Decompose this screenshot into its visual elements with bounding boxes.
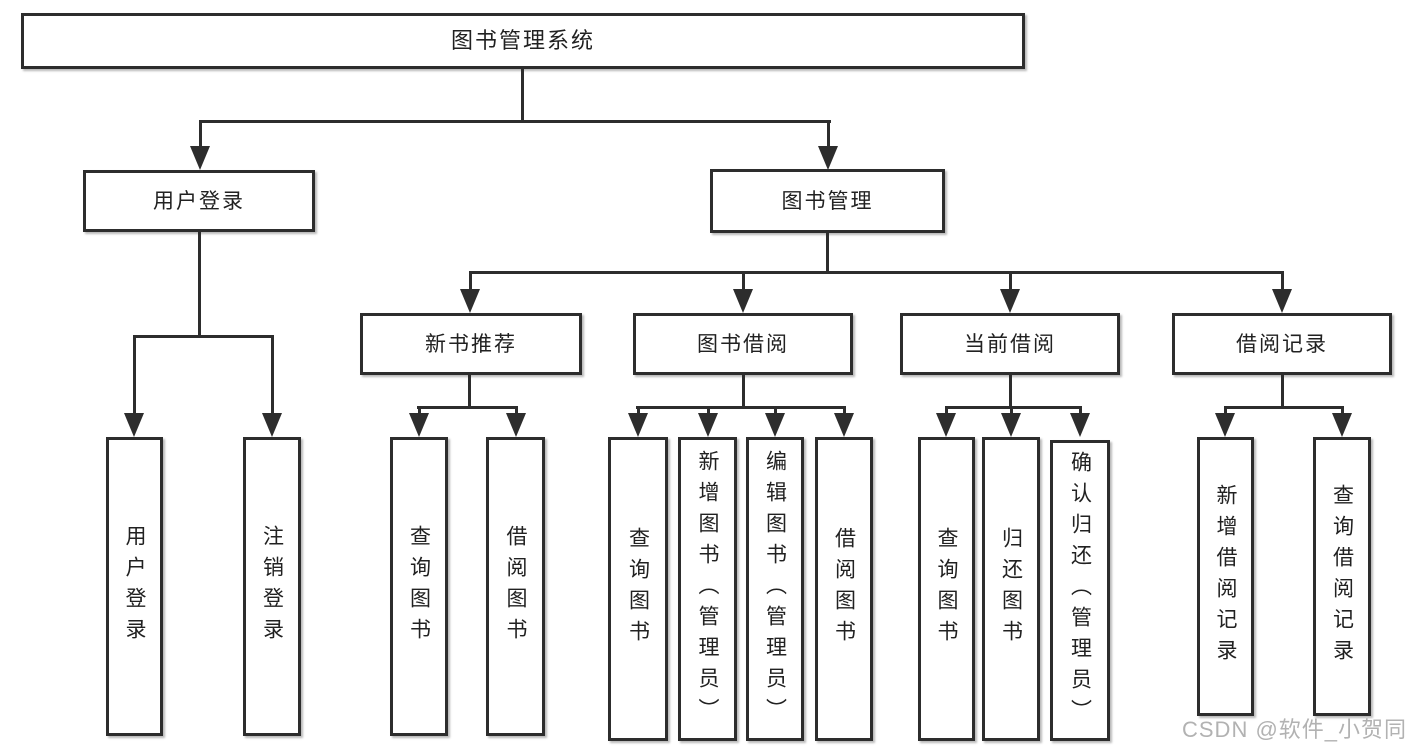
leaf-current-confirm-return-admin: 确认归还（管理员） xyxy=(1050,440,1110,741)
arrow-borrowing-query xyxy=(628,406,648,437)
connector-current-hline xyxy=(945,406,1082,409)
arrow-to-book-management xyxy=(818,120,838,170)
connector-new-book-stem xyxy=(468,375,471,409)
leaf-borrowing-borrow-books: 借阅图书 xyxy=(815,437,873,741)
connector-book-mgmt-stem xyxy=(826,233,829,274)
node-library-system: 图书管理系统 xyxy=(21,13,1025,69)
arrow-borrowing-add xyxy=(698,406,718,437)
arrow-to-current-borrow xyxy=(1000,271,1020,313)
connector-root-hline xyxy=(199,120,831,123)
arrow-current-confirm xyxy=(1070,406,1090,437)
node-new-book-recommend: 新书推荐 xyxy=(360,313,582,375)
connector-current-stem xyxy=(1009,375,1012,409)
arrow-to-user-login-branch xyxy=(190,120,210,170)
leaf-current-return-books: 归还图书 xyxy=(982,437,1040,741)
leaf-newbook-borrow-books: 借阅图书 xyxy=(486,437,545,736)
node-user-login-branch: 用户登录 xyxy=(83,170,315,232)
arrow-to-logout-leaf xyxy=(262,335,282,437)
connector-user-login-hline xyxy=(133,335,274,338)
leaf-current-query-books: 查询图书 xyxy=(918,437,975,741)
arrow-to-new-book-rec xyxy=(460,271,480,313)
connector-records-stem xyxy=(1281,375,1284,409)
arrow-borrowing-edit xyxy=(765,406,785,437)
node-borrowing-records: 借阅记录 xyxy=(1172,313,1392,375)
arrow-newbook-borrow xyxy=(506,406,526,437)
connector-book-mgmt-hline xyxy=(469,271,1284,274)
arrow-borrowing-borrow xyxy=(834,406,854,437)
leaf-borrowing-query-books: 查询图书 xyxy=(608,437,668,741)
connector-root-stem xyxy=(521,69,524,123)
arrow-current-query xyxy=(936,406,956,437)
leaf-borrowing-edit-books-admin: 编辑图书（管理员） xyxy=(746,437,804,741)
node-book-borrowing: 图书借阅 xyxy=(633,313,853,375)
arrow-records-add xyxy=(1215,406,1235,437)
arrow-current-return xyxy=(1001,406,1021,437)
csdn-watermark: CSDN @软件_小贺同学 xyxy=(1182,717,1405,742)
arrow-to-borrow-records xyxy=(1272,271,1292,313)
arrow-to-book-borrow xyxy=(733,271,753,313)
connector-borrowing-hline xyxy=(636,406,846,409)
leaf-user-login: 用户登录 xyxy=(106,437,163,736)
arrow-records-query xyxy=(1332,406,1352,437)
leaf-records-add-record: 新增借阅记录 xyxy=(1197,437,1254,716)
node-current-borrowing: 当前借阅 xyxy=(900,313,1120,375)
leaf-records-query-record: 查询借阅记录 xyxy=(1313,437,1371,716)
leaf-newbook-query-books: 查询图书 xyxy=(390,437,448,736)
connector-new-book-hline xyxy=(417,406,517,409)
arrow-newbook-query xyxy=(409,406,429,437)
connector-user-login-stem xyxy=(198,232,201,338)
connector-records-hline xyxy=(1224,406,1344,409)
leaf-logout: 注销登录 xyxy=(243,437,301,736)
connector-borrowing-stem xyxy=(742,375,745,409)
node-book-management: 图书管理 xyxy=(710,169,945,233)
arrow-to-user-login-leaf xyxy=(124,335,144,437)
leaf-borrowing-add-books-admin: 新增图书（管理员） xyxy=(678,437,737,741)
